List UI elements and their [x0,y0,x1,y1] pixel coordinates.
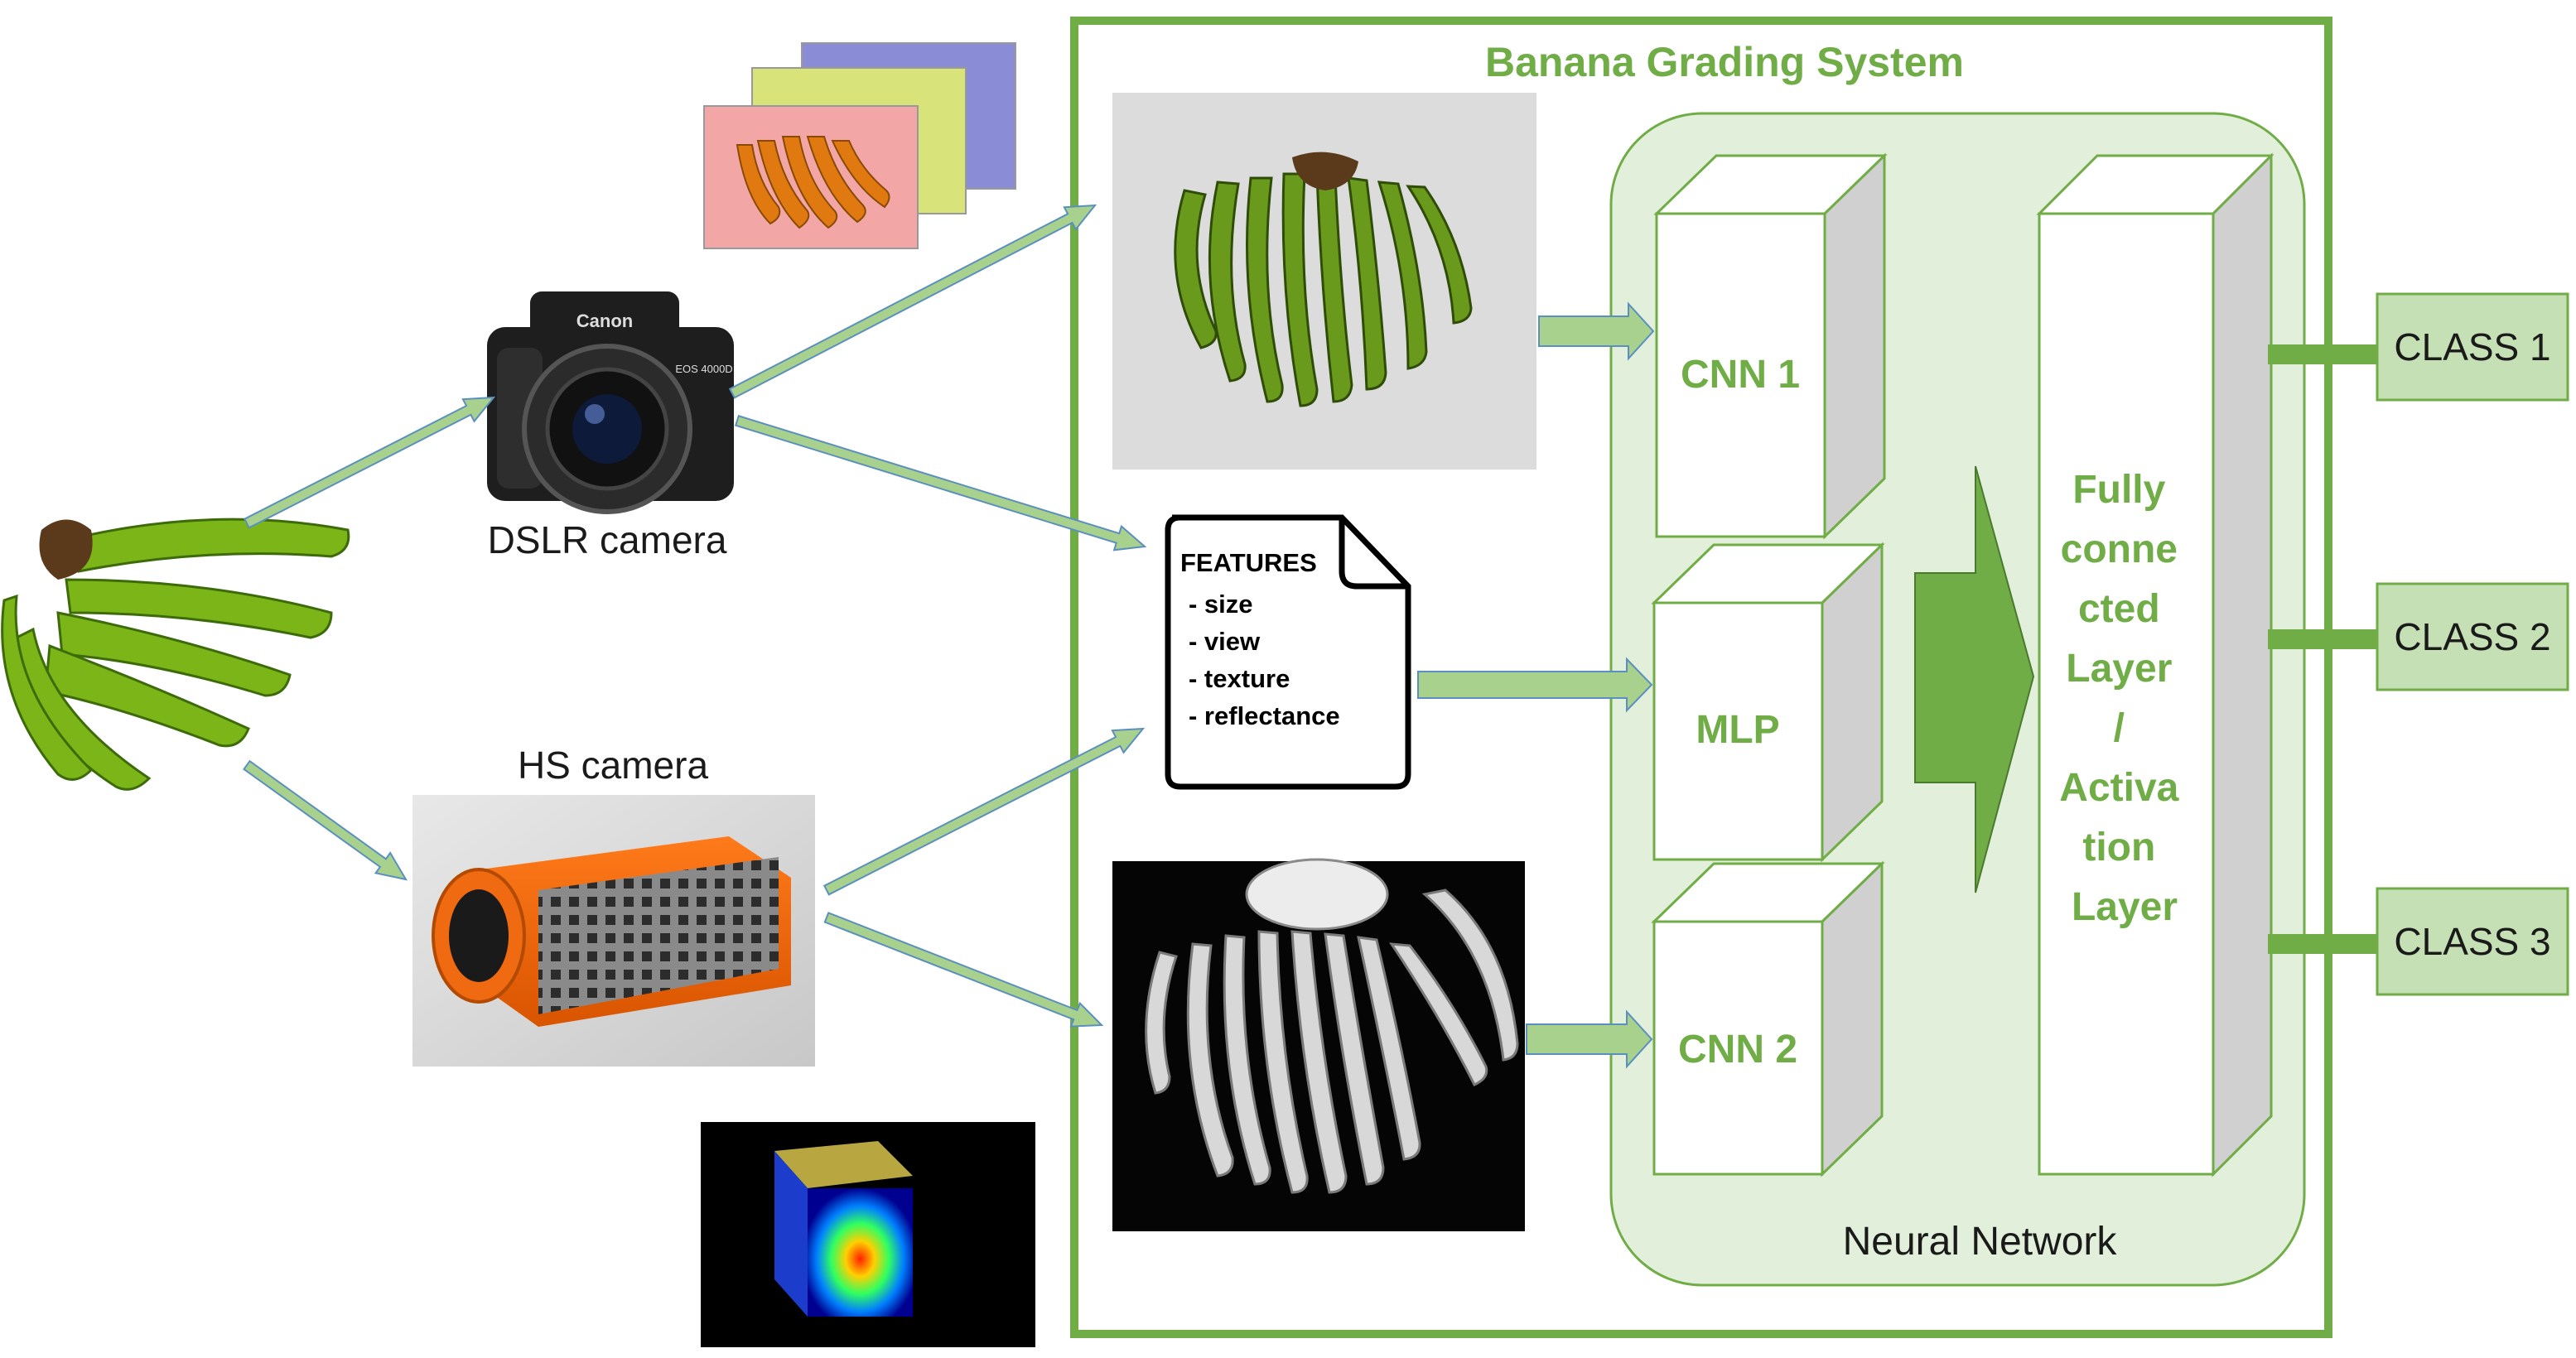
class3-connector [2268,934,2377,954]
hs-camera-label: HS camera [518,744,708,787]
arrow-dslr-to-rgb-photo [728,204,1097,399]
merge-arrow [1914,465,2035,893]
arrow-hs-to-features [822,727,1146,896]
system-title: Banana Grading System [1485,39,1964,85]
fc-line-6: Activa [2059,766,2178,810]
cnn1-label: CNN 1 [1681,353,1800,397]
feature-size: - size [1189,590,1253,619]
mlp-label: MLP [1696,708,1779,752]
dslr-camera-label: DSLR camera [488,518,727,561]
svg-text:Fully conne cted: Fully conne cted Layer / Activa tion Lay… [2059,468,2189,929]
arrow-features-to-mlp [1417,657,1653,713]
class2-box: CLASS 2 [2376,582,2569,691]
arrow-hs-photo-to-cnn2 [1526,1009,1653,1069]
connector-arrows [243,204,1655,1069]
class3-label: CLASS 3 [2394,920,2550,963]
rgb-channel-stack [703,42,1016,249]
fc-line-1: Fully [2072,468,2165,512]
dslr-brand-text: Canon [576,311,633,331]
mlp-block: MLP [1651,542,1885,863]
fc-line-3: cted [2078,587,2160,631]
arrow-bananas-to-hs [243,759,408,881]
feature-reflectance: - reflectance [1189,701,1340,730]
arrow-bananas-to-dslr [243,396,496,529]
neural-network-label: Neural Network [1843,1220,2118,1264]
fc-line-4: Layer [2066,647,2172,691]
dslr-camera-icon: Canon EOS 4000D [487,291,734,514]
system-frame [1070,17,2332,1338]
class1-box: CLASS 1 [2376,292,2569,402]
class2-connector [2268,629,2377,649]
arrow-hs-to-hs-photo [823,912,1104,1028]
hyperspectral-cube-image [701,1122,1035,1347]
class2-label: CLASS 2 [2394,615,2550,658]
banana-bunch-image [1,518,350,791]
cnn2-block: CNN 2 [1651,860,1885,1177]
arrow-dslr-to-features [734,415,1147,551]
feature-view: - view [1189,627,1261,656]
rgb-banana-photo [1112,93,1536,470]
class1-label: CLASS 1 [2394,325,2550,368]
fc-line-5: / [2114,706,2125,750]
feature-texture: - texture [1189,664,1290,693]
fully-connected-block: Fully conne cted Layer / Activa tion Lay… [2036,152,2275,1177]
hs-camera-icon [412,795,815,1067]
fc-line-7: tion [2082,826,2155,869]
features-document: FEATURES - size - view - texture - refle… [1165,514,1411,790]
features-title: FEATURES [1180,548,1317,577]
cnn2-label: CNN 2 [1678,1028,1797,1071]
class1-connector [2268,344,2377,364]
hs-banana-photo [1112,858,1525,1231]
cnn1-block: CNN 1 [1653,152,1888,540]
fc-line-8: Layer [2072,885,2178,929]
dslr-model-text: EOS 4000D [675,363,732,375]
arrow-rgb-photo-to-cnn1 [1538,301,1655,361]
fc-line-2: conne [2061,527,2178,571]
class3-box: CLASS 3 [2376,887,2569,996]
